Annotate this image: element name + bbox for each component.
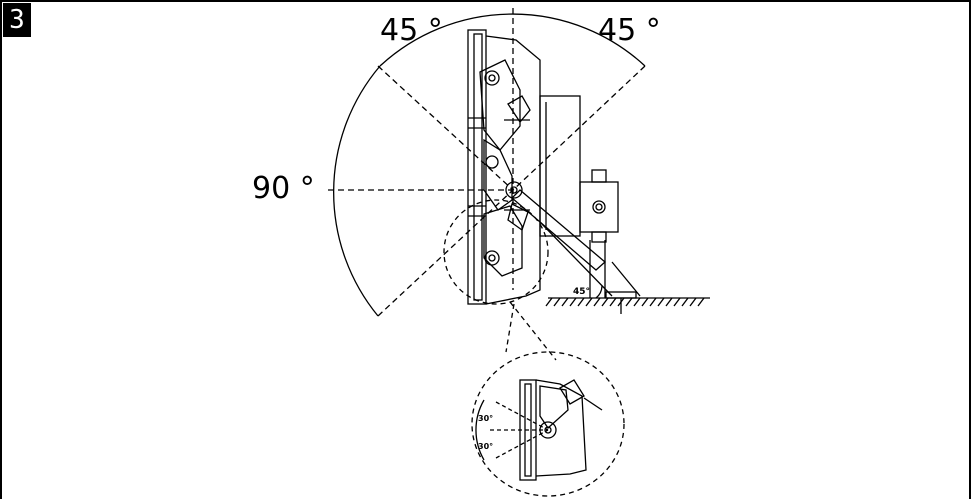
tilt-left-label: 45 ° (380, 13, 443, 48)
tilt-total-label: 90 ° (252, 171, 315, 206)
bracket-plates (479, 59, 531, 277)
detail-lower-angle-label: 30° (478, 442, 493, 451)
mounting-arm (511, 189, 641, 298)
guide-line-lower-left (377, 189, 514, 317)
detail-upper-angle-label: 30° (478, 414, 493, 423)
detail-magnified-circle (471, 351, 625, 497)
guide-line-upper-right (512, 65, 646, 191)
tilt-right-label: 45 ° (598, 13, 661, 48)
ground-angle-arc (595, 285, 603, 299)
detail-guide-lines (490, 401, 549, 459)
detail-source-circle (443, 199, 549, 305)
ground-hatching (545, 297, 705, 307)
guide-line-upper-left (377, 65, 514, 191)
driver-box (539, 95, 581, 237)
ground-angle-label: 45° (573, 287, 590, 297)
leader-line-right (509, 301, 557, 361)
tilt-top-arc (379, 13, 646, 67)
junction-box (579, 181, 619, 233)
tilt-range-arc (333, 65, 381, 317)
step-number-badge: 3 (3, 3, 31, 37)
lamp-body (467, 29, 541, 305)
detail-angle-arc (475, 399, 485, 461)
cable-gland (592, 200, 606, 214)
leader-line-left (505, 303, 515, 353)
